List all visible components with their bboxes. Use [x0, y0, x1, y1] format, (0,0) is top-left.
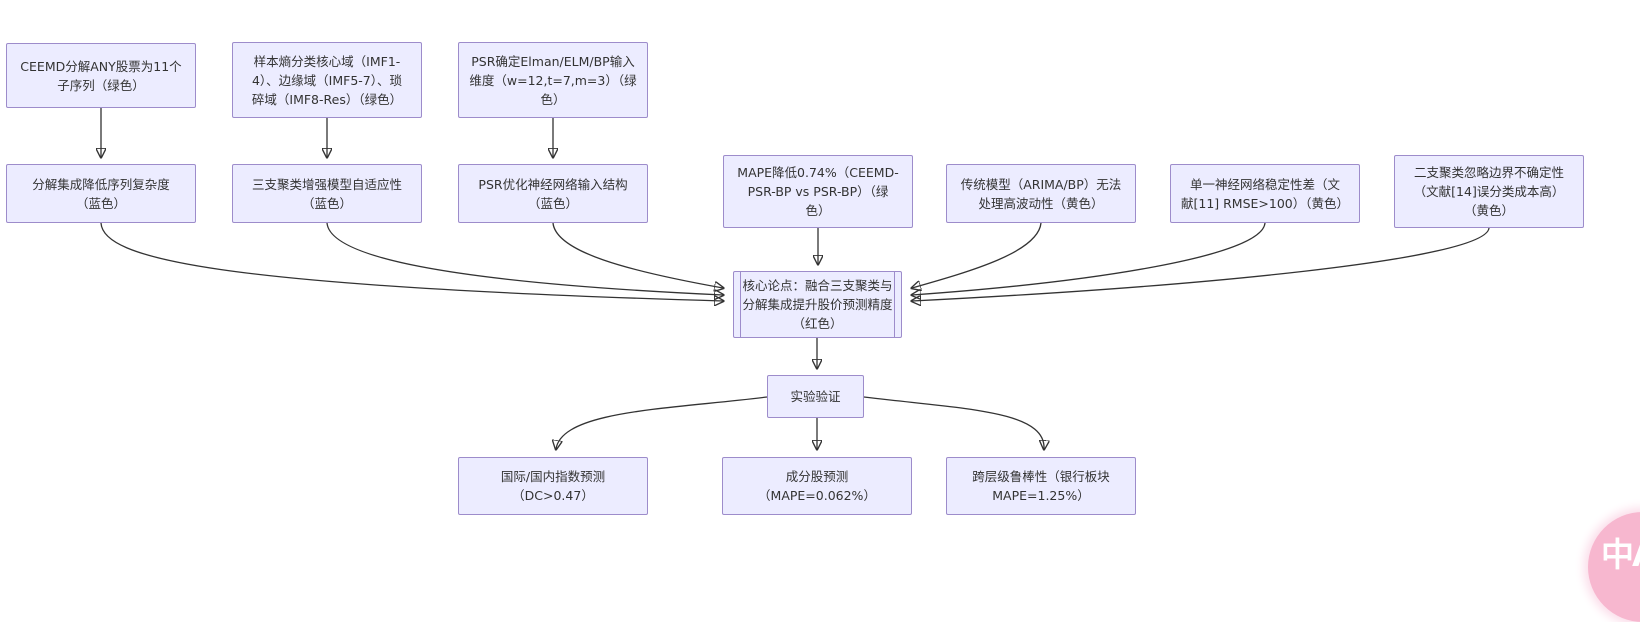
- edge-structure-to-core: [552, 222, 723, 288]
- node-constituent-prediction-label: 成分股预测 （MAPE=0.062%）: [758, 469, 876, 503]
- node-traditional-model-limit-label: 传统模型（ARIMA/BP）无法 处理高波动性（黄色）: [960, 176, 1122, 211]
- node-sample-entropy: 样本熵分类核心域（IMF1- 4）、边缘域（IMF5-7）、琐 碎域（IMF8-…: [232, 42, 422, 118]
- edge-singlenn-to-core: [912, 222, 1266, 295]
- translate-icon: 中A: [1601, 535, 1640, 574]
- node-mape-improvement-label: MAPE降低0.74%（CEEMD- PSR-BP vs PSR-BP）（绿 色…: [737, 165, 899, 218]
- node-experiment-validation-label: 实验验证: [790, 389, 841, 404]
- edge-experiment-to-index: [556, 396, 768, 449]
- edge-twoway-to-core: [912, 227, 1490, 301]
- node-cross-level-robustness: 跨层级鲁棒性（银行板块 MAPE=1.25%）: [946, 457, 1136, 515]
- node-psr-structure: PSR优化神经网络输入结构 （蓝色）: [458, 164, 648, 223]
- node-single-nn-instability: 单一神经网络稳定性差（文 献[11] RMSE>100）（黄色）: [1170, 164, 1360, 223]
- edge-complexity-to-core: [100, 222, 723, 301]
- node-ceemd-label: CEEMD分解ANY股票为11个 子序列（绿色）: [20, 58, 182, 93]
- node-three-way-adaptive: 三支聚类增强模型自适应性 （蓝色）: [232, 164, 422, 223]
- edge-arrows: [0, 108, 1490, 574]
- node-experiment-validation: 实验验证: [767, 375, 864, 418]
- node-single-nn-instability-label: 单一神经网络稳定性差（文 献[11] RMSE>100）（黄色）: [1180, 176, 1350, 211]
- node-two-way-cluster-limit: 二支聚类忽略边界不确定性 （文献[14]误分类成本高） （黄色）: [1394, 155, 1584, 228]
- node-three-way-adaptive-label: 三支聚类增强模型自适应性 （蓝色）: [251, 176, 402, 211]
- node-ceemd-decomposition: CEEMD分解ANY股票为11个 子序列（绿色）: [6, 43, 196, 108]
- flowchart-canvas: CEEMD分解ANY股票为11个 子序列（绿色） 样本熵分类核心域（IMF1- …: [0, 42, 1640, 622]
- edge-traditional-to-core: [912, 222, 1042, 288]
- node-mape-improvement: MAPE降低0.74%（CEEMD- PSR-BP vs PSR-BP）（绿 色…: [723, 155, 913, 228]
- node-decomposition-complexity: 分解集成降低序列复杂度 （蓝色）: [6, 164, 196, 223]
- edge-adaptive-to-core: [326, 222, 723, 295]
- node-constituent-prediction: 成分股预测 （MAPE=0.062%）: [722, 457, 912, 515]
- node-psr-dimension-label: PSR确定Elman/ELM/BP输入 维度（w=12,t=7,m=3）（绿 色…: [469, 53, 637, 107]
- node-two-way-cluster-limit-label: 二支聚类忽略边界不确定性 （文献[14]误分类成本高） （黄色）: [1413, 165, 1565, 218]
- node-core-thesis-label: 核心论点：融合三支聚类与 分解集成提升股价预测精度 （红色）: [742, 278, 893, 331]
- node-index-prediction-label: 国际/国内指数预测 （DC>0.47）: [500, 469, 606, 503]
- node-traditional-model-limit: 传统模型（ARIMA/BP）无法 处理高波动性（黄色）: [946, 164, 1136, 223]
- node-psr-dimension: PSR确定Elman/ELM/BP输入 维度（w=12,t=7,m=3）（绿 色…: [458, 42, 648, 118]
- edge-experiment-to-robustness: [863, 396, 1044, 449]
- node-cross-level-robustness-label: 跨层级鲁棒性（银行板块 MAPE=1.25%）: [972, 469, 1110, 503]
- node-sample-entropy-label: 样本熵分类核心域（IMF1- 4）、边缘域（IMF5-7）、琐 碎域（IMF8-…: [251, 53, 403, 107]
- node-index-prediction: 国际/国内指数预测 （DC>0.47）: [458, 457, 648, 515]
- node-core-thesis: 核心论点：融合三支聚类与 分解集成提升股价预测精度 （红色）: [733, 271, 902, 338]
- node-psr-structure-label: PSR优化神经网络输入结构 （蓝色）: [478, 176, 628, 211]
- node-decomposition-complexity-label: 分解集成降低序列复杂度 （蓝色）: [32, 176, 170, 211]
